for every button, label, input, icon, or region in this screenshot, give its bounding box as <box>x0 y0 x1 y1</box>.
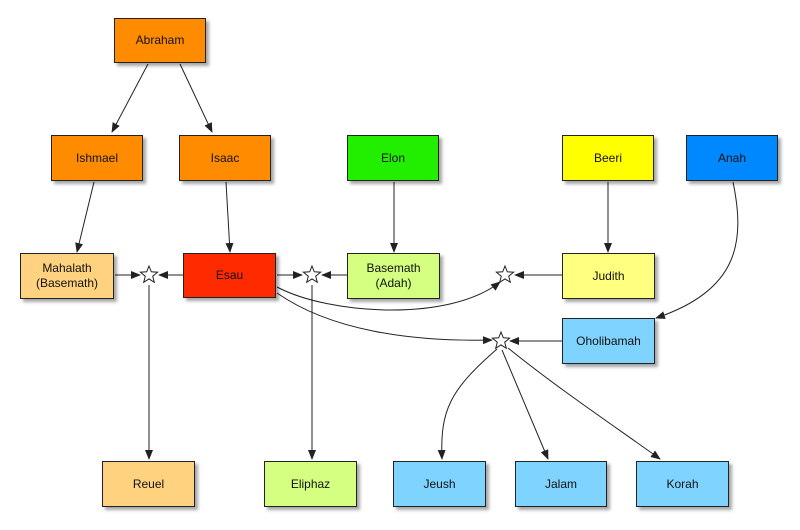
node-korah[interactable]: Korah <box>636 461 729 507</box>
union-star-esau-basemath <box>302 264 322 284</box>
node-oholibamah[interactable]: Oholibamah <box>562 318 655 364</box>
edge-esau-star3 <box>276 281 501 311</box>
node-anah[interactable]: Anah <box>686 135 778 181</box>
edge-esau-star4 <box>276 292 493 345</box>
node-abraham[interactable]: Abraham <box>114 18 206 63</box>
union-star-esau-mahalath <box>139 264 159 284</box>
union-star-esau-judith <box>495 264 515 284</box>
node-judith[interactable]: Judith <box>562 253 655 299</box>
node-isaac[interactable]: Isaac <box>179 135 271 181</box>
node-elon[interactable]: Elon <box>347 135 439 181</box>
node-jeush[interactable]: Jeush <box>393 461 486 507</box>
node-esau[interactable]: Esau <box>183 253 276 298</box>
edge-abraham-ishmael <box>111 63 149 133</box>
node-basemath[interactable]: Basemath (Adah) <box>347 253 440 299</box>
edge-abraham-isaac <box>179 63 213 133</box>
node-beeri[interactable]: Beeri <box>562 135 654 181</box>
node-eliphaz[interactable]: Eliphaz <box>264 461 357 507</box>
edge-ishmael-mahalath <box>75 181 95 253</box>
edge-isaac-esau <box>225 181 234 253</box>
node-reuel[interactable]: Reuel <box>102 461 195 507</box>
edge-star4-korah <box>507 347 661 460</box>
edge-anah-oholibamah <box>655 181 739 319</box>
node-jalam[interactable]: Jalam <box>515 461 607 507</box>
union-star-esau-oholibamah <box>491 330 511 350</box>
edge-star4-jeush <box>437 348 498 460</box>
node-mahalath[interactable]: Mahalath (Basemath) <box>20 253 114 299</box>
node-ishmael[interactable]: Ishmael <box>51 135 143 181</box>
edge-star4-jalam <box>501 349 549 460</box>
